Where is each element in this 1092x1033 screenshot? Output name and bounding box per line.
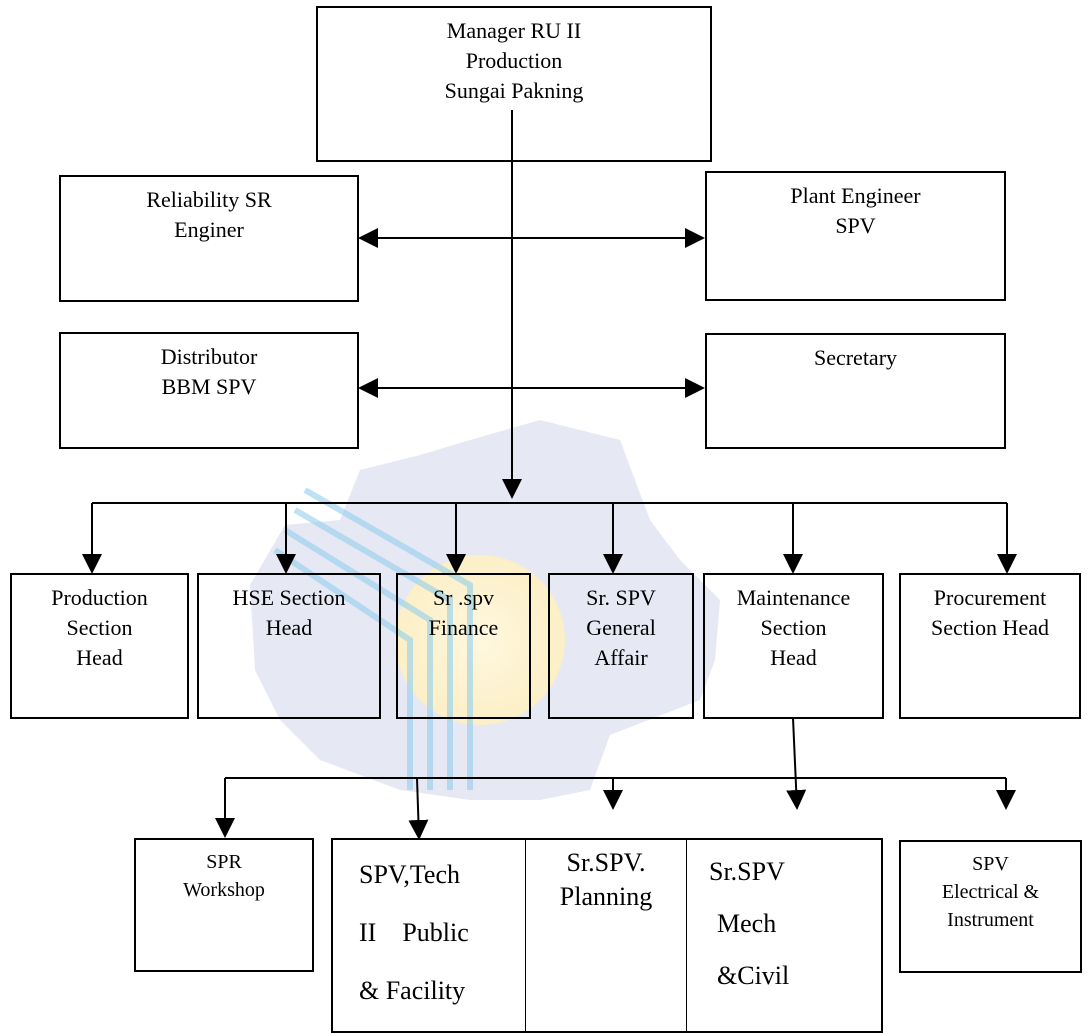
maintenance-line-1: Maintenance xyxy=(736,585,851,610)
planning-cell: Sr.SPV. Planning xyxy=(526,840,686,1033)
hse-line-1: HSE Section xyxy=(232,585,346,610)
finance-line-1: Sr .spv xyxy=(432,585,495,610)
procurement-line-1: Procurement xyxy=(933,585,1047,610)
electrical-instrument-box: SPV Electrical & Instrument xyxy=(899,840,1082,973)
manager-line-2: Production xyxy=(465,48,563,73)
hse-line-2: Head xyxy=(265,615,313,640)
mech-line-2: Mech xyxy=(717,909,777,938)
divider-2 xyxy=(686,840,687,1033)
general-affair-line-3: Affair xyxy=(594,645,648,670)
planning-line-2: Planning xyxy=(559,882,653,911)
watermark-sun xyxy=(395,555,565,725)
maintenance-section-box: Maintenance Section Head xyxy=(703,573,884,719)
manager-line-1: Manager RU II xyxy=(446,18,582,43)
manager-box: Manager RU II Production Sungai Pakning xyxy=(316,6,712,162)
tech-line-2: II Public xyxy=(359,918,469,947)
to-tech xyxy=(408,777,429,840)
watermark-stripes xyxy=(273,487,473,790)
maintenance-vertical xyxy=(786,717,807,810)
finance-box: Sr .spv Finance xyxy=(396,573,531,719)
spr-line-2: Workshop xyxy=(183,879,265,901)
mech-line-3: &Civil xyxy=(717,961,790,990)
spr-workshop-box: SPR Workshop xyxy=(134,838,314,972)
general-affair-line-2: General xyxy=(586,615,656,640)
electrical-line-2: Electrical & xyxy=(941,881,1040,903)
plant-engineer-line-1: Plant Engineer xyxy=(790,183,921,208)
tech-public-cell: SPV,Tech II Public & Facility xyxy=(333,840,525,1033)
secretary-line-1: Secretary xyxy=(813,345,898,370)
spr-line-1: SPR xyxy=(206,851,242,873)
finance-line-2: Finance xyxy=(428,615,499,640)
distributor-line-1: Distributor xyxy=(160,344,258,369)
production-line-2: Section xyxy=(66,615,133,640)
production-line-3: Head xyxy=(76,645,123,670)
maintenance-line-2: Section xyxy=(760,615,827,640)
production-line-1: Production xyxy=(51,585,148,610)
reliability-line-2: Enginer xyxy=(174,217,244,242)
manager-line-3: Sungai Pakning xyxy=(444,78,584,103)
reliability-line-1: Reliability SR xyxy=(146,187,272,212)
distributor-box: Distributor BBM SPV xyxy=(59,332,359,449)
reliability-box: Reliability SR Enginer xyxy=(59,175,359,302)
planning-line-1: Sr.SPV. xyxy=(566,848,646,877)
hse-section-box: HSE Section Head xyxy=(197,573,381,719)
plant-engineer-line-2: SPV xyxy=(835,213,876,238)
electrical-line-3: Instrument xyxy=(947,909,1034,931)
mech-civil-cell: Sr.SPV Mech &Civil xyxy=(687,840,881,1033)
tech-line-1: SPV,Tech xyxy=(359,860,460,889)
distributor-line-2: BBM SPV xyxy=(161,374,257,399)
procurement-section-box: Procurement Section Head xyxy=(899,573,1081,719)
procurement-line-2: Section Head xyxy=(931,615,1049,640)
plant-engineer-box: Plant Engineer SPV xyxy=(705,171,1006,301)
general-affair-box: Sr. SPV General Affair xyxy=(548,573,694,719)
tech-planning-mech-box xyxy=(331,838,883,1033)
production-section-box: Production Section Head xyxy=(10,573,189,719)
divider-1 xyxy=(525,840,526,1033)
general-affair-line-1: Sr. SPV xyxy=(586,585,656,610)
electrical-line-1: SPV xyxy=(972,853,1009,875)
tech-line-3: & Facility xyxy=(359,976,466,1005)
mech-line-1: Sr.SPV xyxy=(709,857,785,886)
maintenance-line-3: Head xyxy=(770,645,817,670)
secretary-box: Secretary xyxy=(705,333,1006,449)
